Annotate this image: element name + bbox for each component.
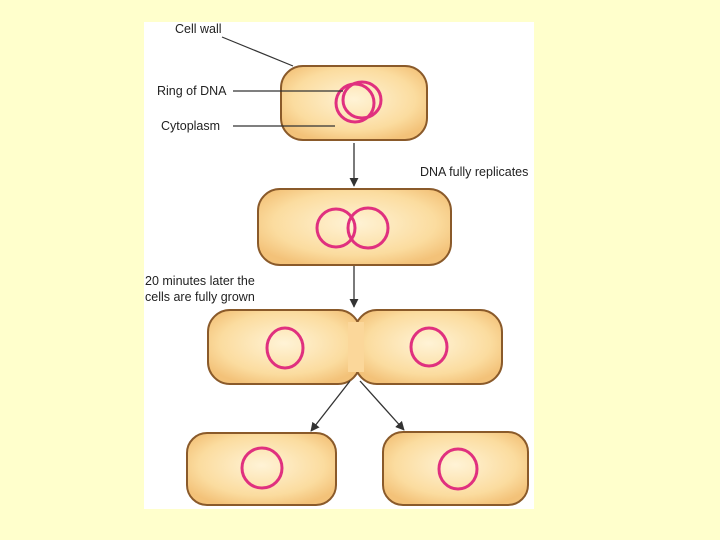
dna-ring (437, 447, 479, 491)
cell-stage-3-left (207, 309, 361, 385)
daughter-cell-left (186, 432, 337, 506)
daughter-cell-right (382, 431, 529, 506)
dna-ring (315, 207, 357, 249)
dna-ring (409, 326, 449, 368)
grown-label-line1: 20 minutes later the (145, 274, 255, 288)
dna-replicates-label: DNA fully replicates (420, 165, 529, 179)
ring-of-dna-label: Ring of DNA (157, 84, 227, 98)
dna-ring (334, 82, 376, 124)
cell-stage-3-right (354, 309, 503, 385)
cell-stage-1 (280, 65, 428, 141)
dna-ring (240, 446, 284, 490)
dna-ring (265, 326, 305, 370)
dna-ring (346, 206, 390, 250)
arrow-to-left-daughter (310, 380, 351, 432)
arrow-to-right-daughter (359, 380, 405, 431)
division-septum (348, 322, 364, 372)
cell-wall-label: Cell wall (175, 22, 222, 36)
cell-wall-leader (221, 36, 294, 67)
cytoplasm-label: Cytoplasm (161, 119, 221, 133)
dna-ring (341, 80, 383, 120)
grown-label-line2: cells are fully grown (145, 290, 255, 304)
